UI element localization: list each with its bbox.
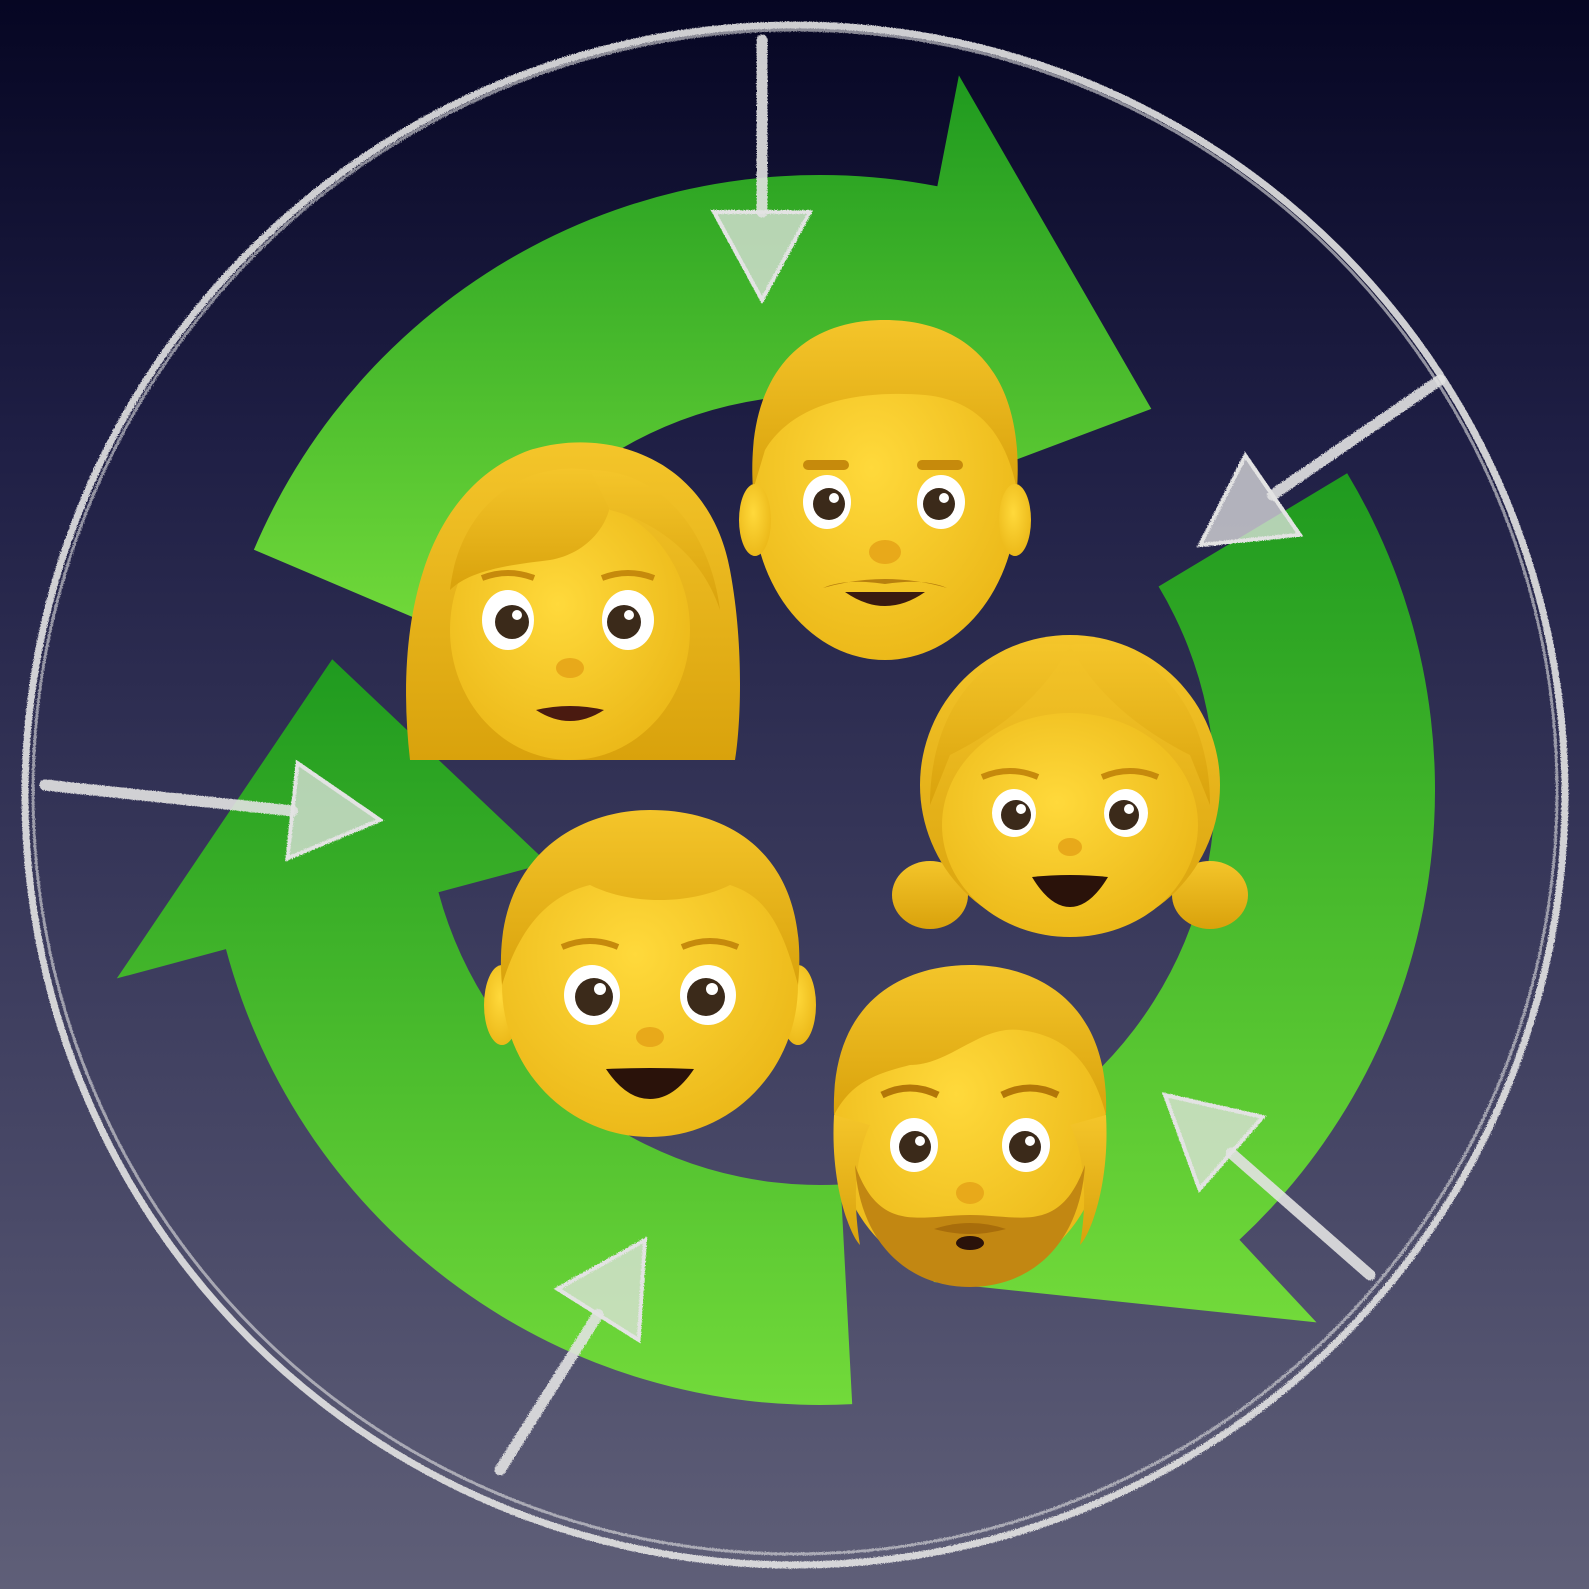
inbound-arrowhead — [1200, 456, 1300, 545]
man-face-icon — [739, 320, 1031, 660]
girl-face-icon — [892, 635, 1248, 937]
inbound-arrow-shaft — [1273, 380, 1440, 495]
